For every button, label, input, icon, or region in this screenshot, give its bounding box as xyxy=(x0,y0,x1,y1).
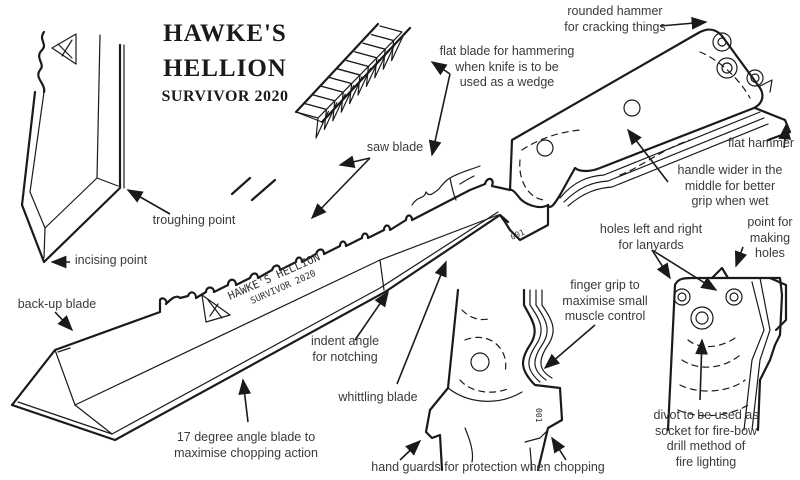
label-indent-angle: indent angle for notching xyxy=(310,334,380,364)
label-finger-grip: finger grip to maximise small muscle con… xyxy=(562,278,648,323)
label-divot: divot to be used as socket for fire-bow … xyxy=(653,408,759,469)
arrow-saw-blade xyxy=(338,155,371,168)
arrow-17-degree xyxy=(238,378,252,423)
arrow-flat-blade-2 xyxy=(428,73,451,157)
grip-detail-drawing: 001 xyxy=(424,288,564,472)
arrow-saw-blade-2 xyxy=(310,157,371,220)
arrow-flat-hammer xyxy=(778,123,792,149)
saw-teeth xyxy=(295,25,405,139)
pommel-detail-drawing xyxy=(666,266,788,432)
grip-serial: 001 xyxy=(534,408,543,423)
arrow-indent-angle xyxy=(354,290,389,341)
label-handle-wider: handle wider in the middle for better gr… xyxy=(677,163,783,208)
divot xyxy=(690,306,714,330)
label-point-holes: point for making holes xyxy=(747,215,793,260)
saw-tooth xyxy=(371,25,405,62)
label-saw-blade: saw blade xyxy=(366,140,424,154)
arrow-whittling-blade xyxy=(396,260,447,385)
label-incising-point: incising point xyxy=(74,253,148,267)
title-line-2: HELLION xyxy=(163,55,287,82)
arrow-lanyard-right xyxy=(651,249,718,291)
label-flat-blade: flat blade for hammering when knife is t… xyxy=(439,44,575,89)
arrow-hand-guard-right xyxy=(551,436,567,461)
title-line-1: HAWKE'S xyxy=(163,20,287,47)
rivet xyxy=(470,352,490,372)
label-holes-lanyards: holes left and right for lanyards xyxy=(599,222,703,252)
arrow-handle-wider xyxy=(627,128,669,183)
rivet xyxy=(712,32,732,52)
label-back-up-blade: back-up blade xyxy=(17,297,97,311)
rivet xyxy=(623,99,641,117)
label-whittling-blade: whittling blade xyxy=(338,390,418,404)
lanyard-hole xyxy=(673,288,691,306)
annotation-arrows xyxy=(50,16,792,461)
tip-detail-drawing xyxy=(20,30,125,264)
label-troughing-point: troughing point xyxy=(152,213,236,227)
title-line-3: SURVIVOR 2020 xyxy=(161,88,289,105)
saw-detail-drawing xyxy=(230,22,412,202)
label-flat-hammer: flat hammer xyxy=(728,136,794,150)
lanyard-hole xyxy=(725,288,743,306)
label-rounded-hammer: rounded hammer for cracking things xyxy=(564,4,666,34)
arrow-lanyard-left xyxy=(651,249,671,280)
arrow-flat-blade xyxy=(430,61,451,76)
label-hand-guards: hand guards for protection when chopping xyxy=(371,460,605,474)
rivet xyxy=(536,139,554,157)
arrow-troughing-point xyxy=(126,189,171,215)
rivet xyxy=(716,57,738,79)
etched-serial: 001 xyxy=(509,228,526,242)
arrow-divot xyxy=(695,338,708,401)
label-17-degree-blade: 17 degree angle blade to maximise choppi… xyxy=(174,430,318,460)
arrow-point-holes xyxy=(734,246,747,268)
arrow-finger-grip xyxy=(543,324,596,370)
arrow-back-up-blade xyxy=(54,311,74,332)
rivet xyxy=(746,69,764,87)
arrow-rounded-hammer xyxy=(659,16,708,30)
arrow-hand-guard-left xyxy=(399,439,422,461)
